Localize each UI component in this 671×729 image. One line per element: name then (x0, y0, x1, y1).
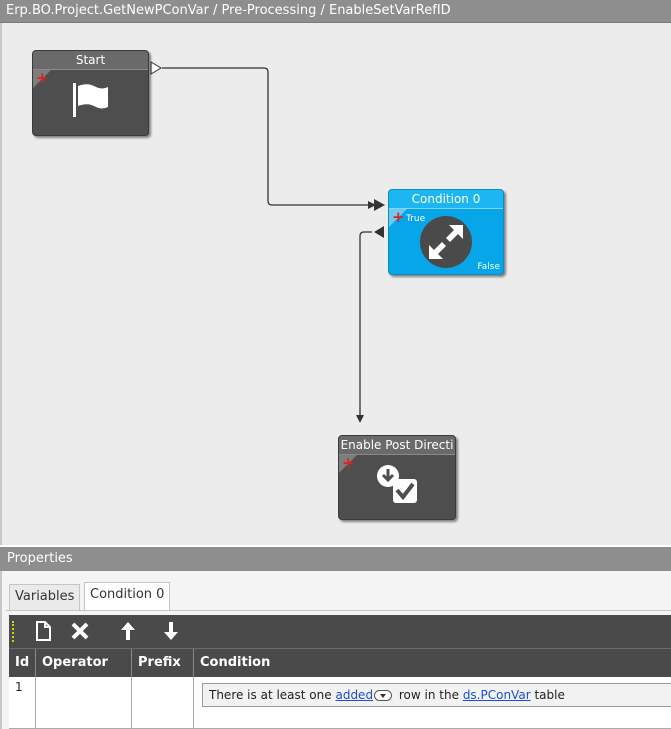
cell-operator[interactable] (36, 677, 132, 729)
column-header-prefix[interactable]: Prefix (132, 649, 194, 678)
add-icon[interactable]: + (342, 454, 355, 472)
properties-panel: Variables Condition 0 Id Operator Prefix… (0, 571, 671, 729)
cell-condition: There is at least one added row in the d… (194, 677, 671, 729)
connector-condition-to-action (356, 231, 372, 423)
true-label: True (406, 214, 426, 224)
condition-input-port (374, 199, 385, 211)
move-down-icon[interactable] (159, 619, 183, 643)
condition-node-title: Condition 0 (389, 190, 503, 209)
condition-expression: There is at least one added row in the d… (202, 683, 671, 707)
breadcrumb: Erp.BO.Project.GetNewPConVar / Pre-Proce… (0, 0, 671, 23)
condition-toolbar (9, 615, 671, 648)
workflow-canvas[interactable]: Start + Condition 0 + True False Enable … (0, 23, 671, 545)
delete-icon[interactable] (68, 619, 92, 643)
column-header-condition[interactable]: Condition (200, 655, 271, 670)
column-header-operator[interactable]: Operator (36, 649, 132, 678)
start-output-port (150, 61, 162, 75)
start-node[interactable]: Start + (32, 50, 149, 136)
condition-arrows-icon (420, 216, 472, 268)
flag-icon (73, 83, 108, 117)
enable-post-directive-node[interactable]: Enable Post Directi + (338, 435, 456, 520)
condition-text-before: There is at least one (209, 688, 332, 702)
condition-text-middle: row in the (398, 688, 459, 702)
condition-link-added[interactable]: added (335, 688, 374, 702)
node-corner-tab (33, 70, 51, 88)
enable-post-directive-icon (377, 465, 417, 503)
condition-true-port (374, 226, 384, 238)
toolbar-grip (12, 621, 14, 642)
add-icon[interactable]: + (36, 69, 49, 87)
condition-text-after: table (534, 688, 565, 702)
condition-link-table[interactable]: ds.PConVar (462, 688, 531, 702)
properties-header: Properties (0, 547, 671, 571)
tab-condition-0[interactable]: Condition 0 (84, 582, 171, 611)
node-corner-tab (339, 455, 357, 473)
cell-id: 1 (9, 677, 36, 729)
action-node-title: Enable Post Directi (339, 436, 455, 455)
add-icon[interactable]: + (392, 208, 405, 226)
node-corner-tab (389, 209, 407, 227)
connector-start-to-condition (162, 67, 376, 209)
condition-node[interactable]: Condition 0 + True False (388, 189, 504, 275)
start-node-title: Start (33, 51, 148, 70)
false-label: False (477, 262, 500, 272)
conditions-table: Id Operator Prefix Condition 1 There is … (9, 648, 671, 729)
cell-prefix[interactable] (132, 677, 194, 729)
chevron-down-icon[interactable] (374, 690, 393, 701)
new-icon[interactable] (31, 619, 55, 643)
column-header-id[interactable]: Id (9, 649, 36, 678)
tab-variables[interactable]: Variables (9, 584, 81, 610)
move-up-icon[interactable] (116, 619, 140, 643)
connectors (150, 61, 385, 423)
